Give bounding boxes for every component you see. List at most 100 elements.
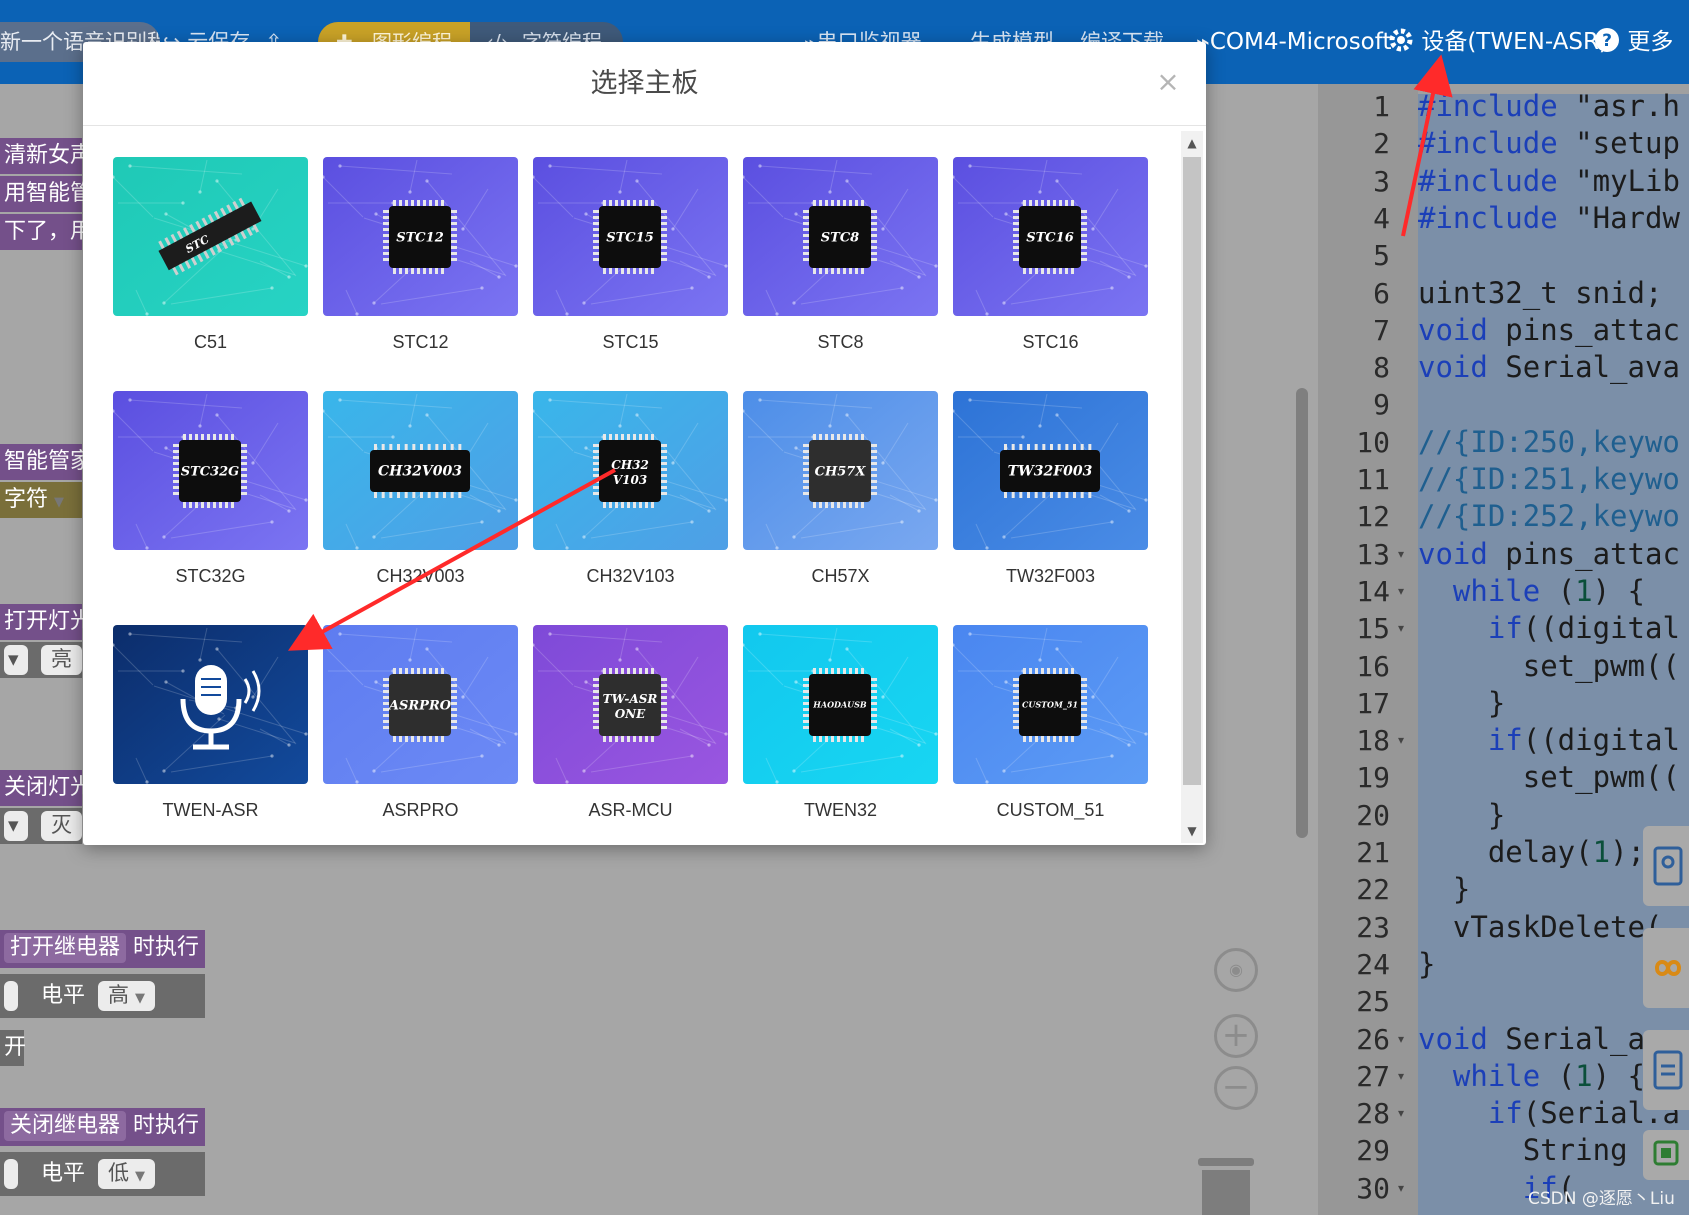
- board-label: CH32V103: [586, 566, 675, 586]
- line-number: 17: [1356, 686, 1390, 720]
- block-relay-level[interactable]: 电平 低▼: [0, 1152, 205, 1196]
- code-line: //{ID:251,keywo: [1418, 462, 1680, 496]
- block-stub[interactable]: 开: [0, 1030, 26, 1066]
- doc-tool-button[interactable]: [1643, 1030, 1689, 1110]
- scroll-down-icon[interactable]: ▼: [1187, 824, 1197, 838]
- close-icon[interactable]: ×: [1156, 65, 1180, 98]
- code-line: while (1) {: [1452, 1058, 1646, 1093]
- chevron-down-icon: ▼: [54, 495, 65, 510]
- board-label: ASR-MCU: [588, 800, 673, 820]
- board-option-stc32g[interactable]: STC32G STC32G: [113, 391, 308, 606]
- board-option-stc16[interactable]: STC16 STC16: [953, 157, 1148, 372]
- line-number: 11: [1356, 463, 1390, 496]
- board-label: STC32G: [175, 566, 246, 586]
- block-light-level[interactable]: ▾ 灭: [0, 808, 82, 844]
- code-line: vTaskDelete(: [1418, 909, 1663, 944]
- selection-highlight: [1418, 94, 1689, 1215]
- code-line: //{ID:252,keywo: [1418, 499, 1680, 534]
- level-high-value: 高: [108, 983, 130, 1007]
- fold-toggle-icon[interactable]: ▾: [1398, 1106, 1405, 1121]
- block-char[interactable]: 字符▼: [0, 482, 82, 518]
- code-line: if(: [1522, 1170, 1576, 1205]
- board-option-twen-asr[interactable]: TWEN-ASR: [113, 625, 308, 840]
- board-option-stc12[interactable]: STC12 STC12: [323, 157, 518, 372]
- board-option-c51[interactable]: STC C51: [113, 157, 308, 372]
- code-line: if((digital: [1487, 611, 1680, 646]
- board-option-custom_51[interactable]: CUSTOM_51 CUSTOM_51: [953, 625, 1148, 840]
- link-tool-button[interactable]: [1643, 928, 1689, 1008]
- line-number: 14: [1356, 574, 1390, 608]
- fold-toggle-icon[interactable]: ▾: [1398, 1180, 1405, 1195]
- fold-toggle-icon[interactable]: ▾: [1398, 1031, 1405, 1046]
- svg-text:STC8: STC8: [821, 230, 859, 245]
- board-image: HAODAUSB: [743, 625, 938, 784]
- zoom-in-icon[interactable]: +: [1214, 1014, 1258, 1058]
- dialog-scrollbar[interactable]: ▲ ▼: [1181, 131, 1203, 843]
- svg-text:TW-ASR: TW-ASR: [603, 692, 658, 706]
- block-open-light[interactable]: 打开灯光: [0, 604, 92, 640]
- code-line: #include "asr.h: [1418, 89, 1680, 123]
- chevron-down-icon[interactable]: ▾: [4, 645, 28, 675]
- fold-toggle-icon[interactable]: ▾: [1398, 583, 1405, 598]
- block-relay-level[interactable]: 电平 高▼: [0, 974, 205, 1018]
- trash-icon[interactable]: [1198, 1158, 1254, 1215]
- block-open-relay[interactable]: 打开继电器 时执行: [0, 930, 205, 968]
- board-option-tw32f003[interactable]: TW32F003 TW32F003: [953, 391, 1148, 606]
- level-high-dropdown[interactable]: 高▼: [98, 981, 156, 1011]
- chevron-down-icon[interactable]: ▾: [4, 811, 28, 841]
- block-text[interactable]: 下了，用: [0, 214, 92, 250]
- image-tool-button[interactable]: [1643, 826, 1689, 906]
- block-text[interactable]: 用智能管: [0, 176, 92, 212]
- code-line: set_pwm((: [1418, 648, 1680, 683]
- dialog-header: 选择主板 ×: [83, 42, 1206, 126]
- fold-toggle-icon[interactable]: ▾: [1398, 546, 1405, 561]
- board-label: C51: [193, 332, 228, 352]
- block-voice[interactable]: 清新女声: [0, 138, 92, 174]
- code-line: void pins_attac: [1418, 536, 1680, 571]
- board-option-stc15[interactable]: STC15 STC15: [533, 157, 728, 372]
- block-keyword[interactable]: 智能管家: [0, 444, 92, 480]
- board-option-ch32v003[interactable]: CH32V003 CH32V003: [323, 391, 518, 606]
- block-close-light[interactable]: 关闭灯光: [0, 770, 92, 806]
- board-option-stc8[interactable]: STC8 STC8: [743, 157, 938, 372]
- board-image: CH57X: [743, 391, 938, 550]
- level-label: 电平: [41, 983, 86, 1008]
- level-low-dropdown[interactable]: 低▼: [98, 1159, 156, 1189]
- board-option-asrpro[interactable]: ASRPRO ASRPRO: [323, 625, 518, 840]
- block-light-level[interactable]: ▾ 亮: [0, 642, 82, 678]
- board-image: CH32V003: [323, 391, 518, 550]
- target-icon[interactable]: ◉: [1214, 948, 1258, 992]
- code-line: #include "setup: [1418, 126, 1680, 161]
- code-line: }: [1418, 872, 1471, 907]
- device-button[interactable]: 设备(TWEN-ASR): [1388, 24, 1608, 60]
- exec-label: 时执行: [133, 935, 200, 960]
- light-on-value[interactable]: 亮: [41, 645, 82, 675]
- workspace-scrollbar[interactable]: [1296, 388, 1308, 838]
- square-tool-button[interactable]: [1643, 1130, 1689, 1180]
- code-area[interactable]: #include "asr.h#include "setup#include "…: [1418, 84, 1689, 1215]
- code-line: uint32_t snid;: [1418, 275, 1663, 310]
- trash-lid: [1198, 1158, 1254, 1166]
- svg-text:STC32G: STC32G: [181, 464, 240, 479]
- block-close-relay[interactable]: 关闭继电器 时执行: [0, 1108, 205, 1146]
- scroll-up-icon[interactable]: ▲: [1187, 136, 1197, 150]
- board-option-ch57x[interactable]: CH57X CH57X: [743, 391, 938, 606]
- zoom-out-icon[interactable]: −: [1214, 1066, 1258, 1110]
- svg-text:STC12: STC12: [396, 230, 444, 245]
- more-button[interactable]: ? 更多: [1594, 24, 1673, 60]
- fold-toggle-icon[interactable]: ▾: [1398, 733, 1405, 748]
- board-label: STC15: [602, 332, 659, 352]
- side-tools: [1643, 826, 1689, 1186]
- scroll-thumb[interactable]: [1183, 157, 1201, 785]
- fold-toggle-icon[interactable]: ▾: [1398, 1068, 1405, 1083]
- trash-can: [1202, 1170, 1250, 1215]
- chevron-down-icon: ▼: [135, 991, 146, 1006]
- light-off-value[interactable]: 灭: [41, 811, 82, 841]
- microphone-icon: [180, 665, 261, 750]
- fold-toggle-icon[interactable]: ▾: [1398, 621, 1405, 636]
- port-select[interactable]: ⌁COM4-Microsoft: [1196, 24, 1391, 60]
- board-option-twen32[interactable]: HAODAUSB TWEN32: [743, 625, 938, 840]
